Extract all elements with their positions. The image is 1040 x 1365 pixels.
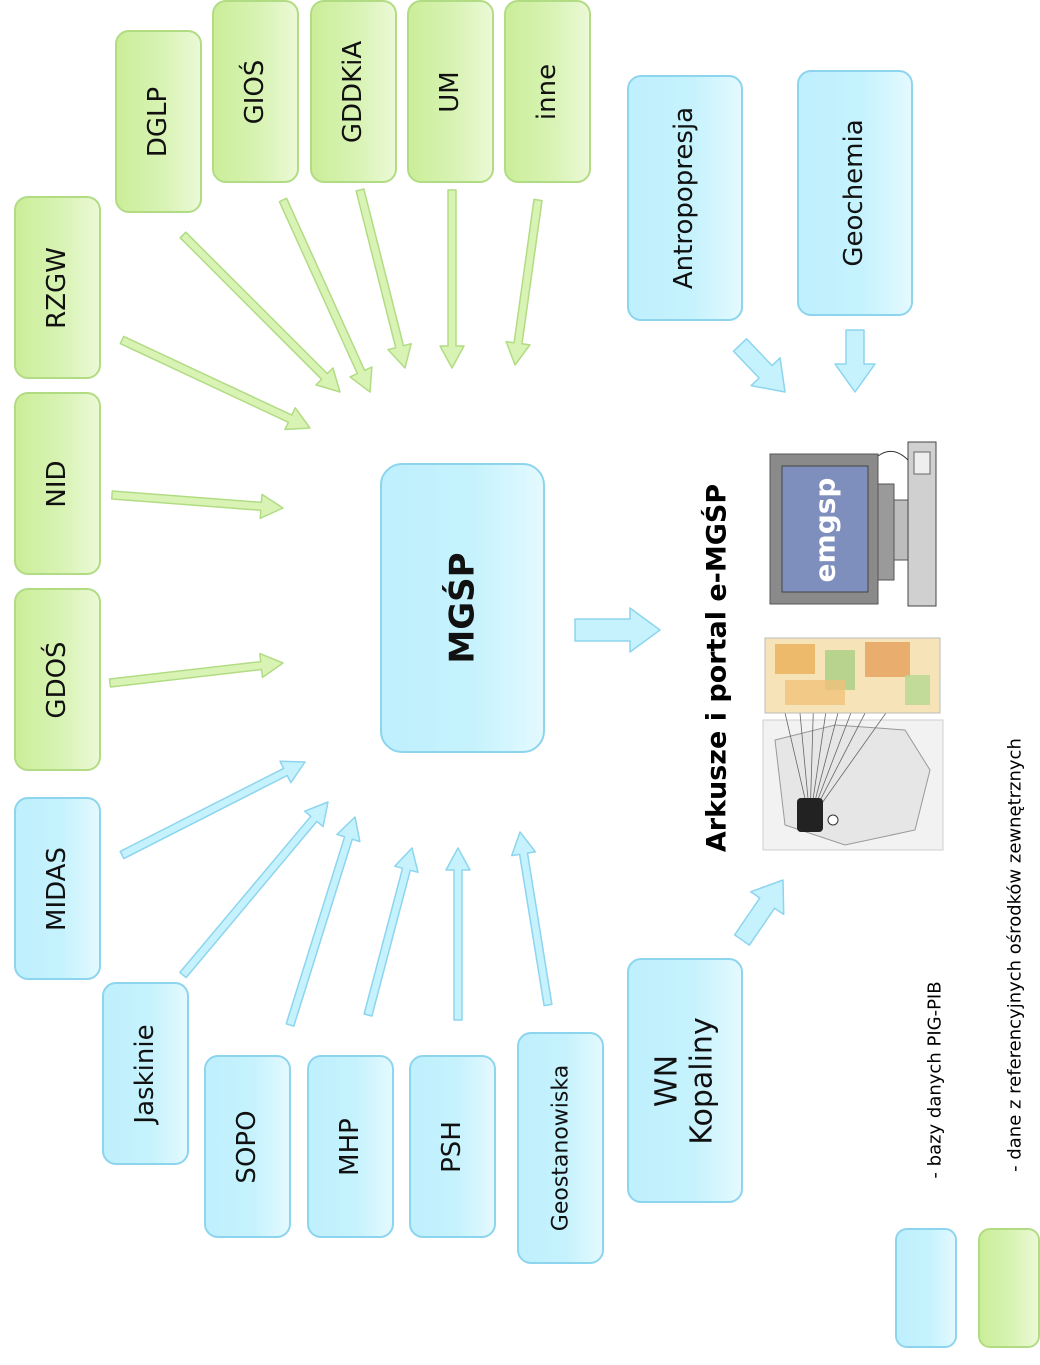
node-wn-kopaliny: WN Kopaliny bbox=[627, 958, 743, 1203]
node-jaskinie: Jaskinie bbox=[102, 982, 189, 1165]
center-node-mgsp: MGŚP bbox=[380, 463, 545, 753]
node-nid: NID bbox=[14, 392, 101, 575]
map-sheets-illustration bbox=[762, 637, 944, 851]
node-geostanowiska: Geostanowiska bbox=[517, 1032, 604, 1264]
node-psh: PSH bbox=[409, 1055, 496, 1238]
node-um-label: UM bbox=[434, 70, 465, 113]
node-midas: MIDAS bbox=[14, 797, 101, 980]
node-wn-kopaliny-label: WN Kopaliny bbox=[649, 1016, 720, 1145]
node-um: UM bbox=[407, 0, 494, 183]
node-gddkia: GDDKiA bbox=[310, 0, 397, 183]
arrow-from-geochemia bbox=[834, 329, 876, 393]
arrow-from-geostanowiska bbox=[510, 831, 553, 1007]
arrow-from-nid bbox=[110, 490, 284, 520]
arrow-center-to-output bbox=[574, 607, 661, 653]
output-title: Arkusze i portal e-MGŚP bbox=[701, 483, 733, 853]
arrow-from-midas bbox=[119, 760, 306, 860]
node-rzgw-label: RZGW bbox=[41, 246, 72, 329]
node-gdos-label: GDOŚ bbox=[41, 640, 72, 719]
arrow-from-gddkia bbox=[355, 188, 412, 369]
arrow-from-dglp bbox=[179, 231, 341, 393]
node-sopo-label: SOPO bbox=[231, 1109, 262, 1184]
legend-swatch-blue bbox=[895, 1228, 957, 1348]
node-psh-label: PSH bbox=[436, 1120, 467, 1173]
arrow-from-jaskinie bbox=[179, 801, 329, 979]
arrow-from-gdos bbox=[108, 652, 284, 688]
node-dglp: DGLP bbox=[115, 30, 202, 213]
legend-label-blue: - bazy danych PIG-PIB bbox=[924, 981, 946, 1179]
arrow-from-psh bbox=[445, 847, 471, 1021]
arrow-from-um bbox=[439, 189, 465, 369]
node-wn-line1: WN bbox=[649, 1054, 685, 1107]
arrow-from-wn-kopaliny bbox=[733, 879, 785, 946]
node-dglp-label: DGLP bbox=[142, 86, 173, 157]
node-geochemia-label: Geochemia bbox=[839, 119, 870, 267]
screen-text: emgsp bbox=[808, 477, 842, 583]
node-geochemia: Geochemia bbox=[797, 70, 913, 316]
center-node-label: MGŚP bbox=[441, 552, 482, 664]
node-geostanowiska-label: Geostanowiska bbox=[547, 1064, 573, 1232]
node-antropopresja: Antropopresja bbox=[627, 75, 743, 321]
arrow-from-gios bbox=[278, 197, 373, 393]
arrow-from-mhp bbox=[363, 847, 419, 1017]
node-sopo: SOPO bbox=[204, 1055, 291, 1238]
legend-label-green: - dane z referencyjnych ośrodków zewnętr… bbox=[1004, 738, 1026, 1172]
node-gddkia-label: GDDKiA bbox=[337, 40, 368, 143]
node-mhp: MHP bbox=[307, 1055, 394, 1238]
node-jaskinie-label: Jaskinie bbox=[129, 1023, 160, 1124]
node-inne: inne bbox=[504, 0, 591, 183]
arrow-from-antropopresja bbox=[732, 338, 786, 393]
node-rzgw: RZGW bbox=[14, 196, 101, 379]
node-antropopresja-label: Antropopresja bbox=[669, 106, 700, 290]
node-gios: GIOŚ bbox=[212, 0, 299, 183]
node-midas-label: MIDAS bbox=[41, 846, 72, 931]
computer-illustration bbox=[769, 441, 937, 607]
node-gdos: GDOŚ bbox=[14, 588, 101, 771]
legend-swatch-green bbox=[978, 1228, 1040, 1348]
arrow-from-inne bbox=[505, 198, 543, 366]
arrow-from-rzgw bbox=[119, 335, 311, 431]
node-wn-line2: Kopaliny bbox=[684, 1016, 719, 1145]
node-gios-label: GIOŚ bbox=[239, 59, 270, 124]
node-inne-label: inne bbox=[531, 63, 562, 120]
node-nid-label: NID bbox=[41, 459, 72, 508]
arrow-from-sopo bbox=[285, 816, 361, 1027]
node-mhp-label: MHP bbox=[334, 1117, 365, 1176]
